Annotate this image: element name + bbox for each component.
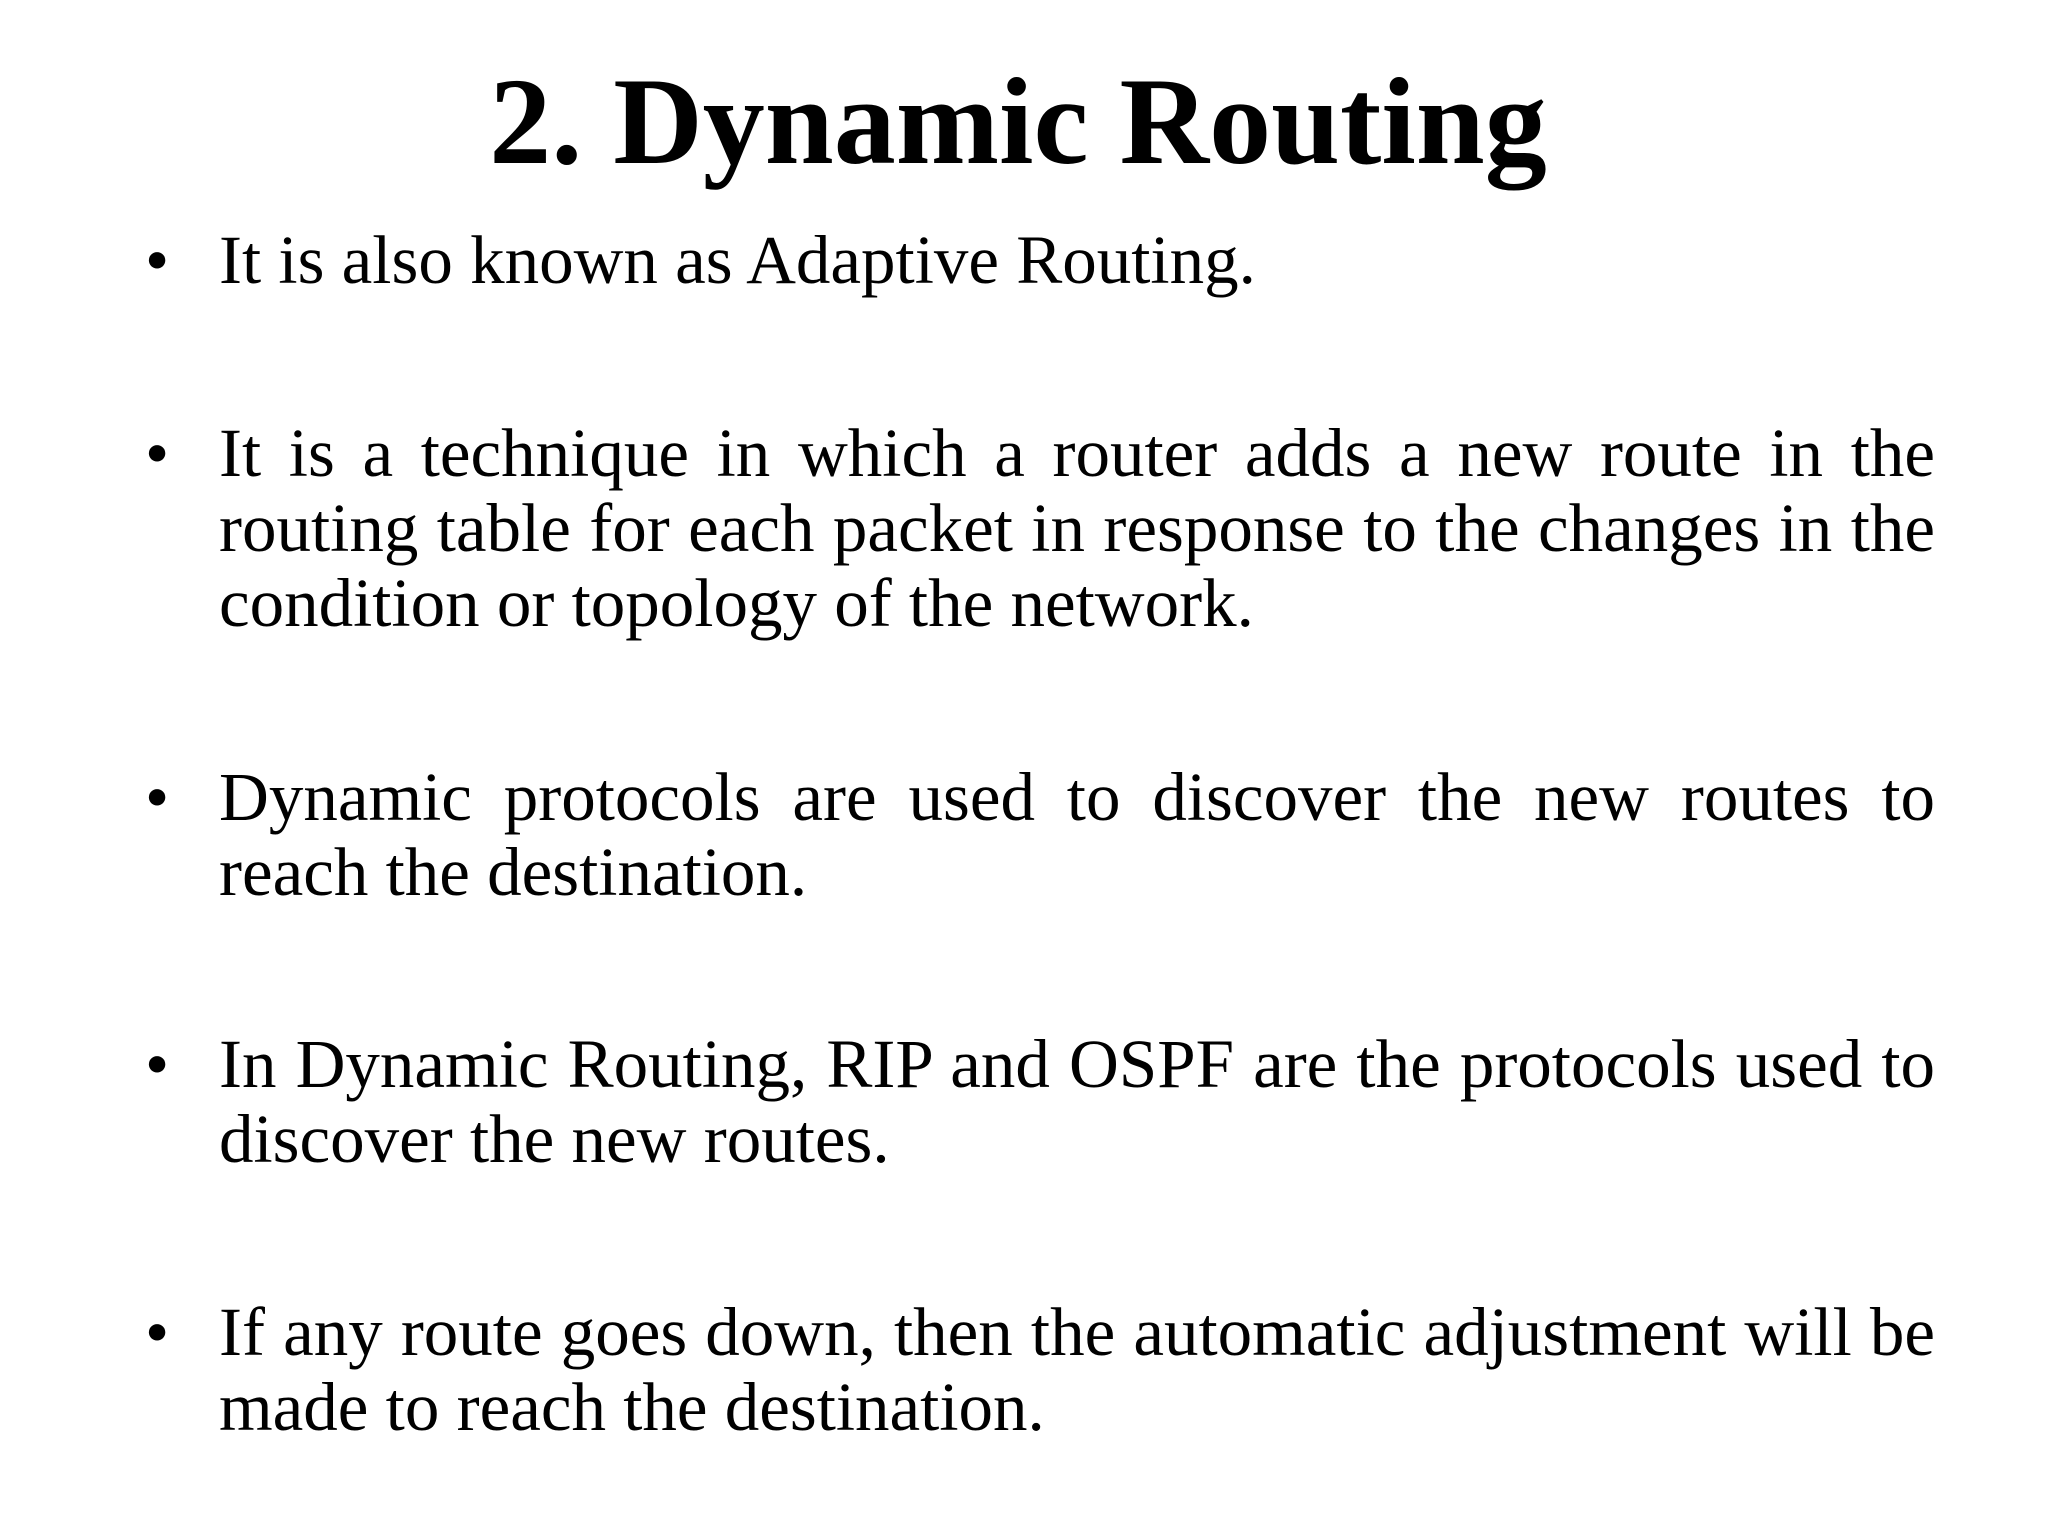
bullet-text: It is a technique in which a router adds… — [219, 415, 1935, 641]
bullet-text: It is also known as Adaptive Routing. — [219, 222, 1256, 298]
bullet-icon: • — [145, 759, 170, 835]
slide-title: 2. Dynamic Routing — [489, 53, 1547, 190]
bullet-icon: • — [145, 415, 170, 491]
bullet-text: In Dynamic Routing, RIP and OSPF are the… — [219, 1026, 1935, 1177]
bullet-text: If any route goes down, then the automat… — [219, 1294, 1935, 1445]
bullet-icon: • — [145, 1026, 170, 1102]
bullet-icon: • — [145, 1294, 170, 1370]
bullet-icon: • — [145, 222, 170, 298]
bullet-text: Dynamic protocols are used to discover t… — [219, 759, 1935, 910]
